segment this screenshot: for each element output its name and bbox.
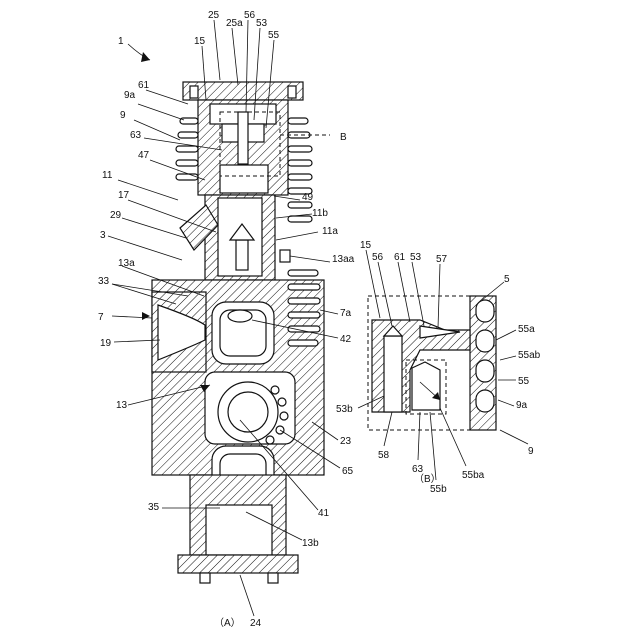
label-b-53b: 53b	[336, 404, 353, 415]
label-b-53: 53	[410, 252, 422, 263]
label-56: 56	[244, 10, 256, 21]
label-b-55ab: 55ab	[518, 350, 541, 361]
label-11a: 11a	[322, 226, 338, 237]
view-b-detail	[368, 296, 496, 430]
label-53: 53	[256, 18, 268, 29]
label-9: 9	[120, 110, 126, 121]
view-label-a: （A）	[214, 617, 241, 629]
label-b-9a: 9a	[516, 400, 528, 411]
label-13aa: 13aa	[332, 254, 355, 265]
label-17: 17	[118, 190, 130, 201]
label-24: 24	[250, 618, 262, 629]
label-42: 42	[340, 334, 352, 345]
lower-bore	[206, 505, 272, 555]
view-b-labels: 15 56 61 53 57 5 55a 55ab 55 53b 9a 9 58…	[336, 240, 541, 495]
label-7: 7	[98, 312, 104, 323]
right-fins-upper	[288, 118, 312, 222]
label-19: 19	[100, 338, 112, 349]
label-b-56: 56	[372, 252, 384, 263]
label-b-5: 5	[504, 274, 510, 285]
valve-stem	[238, 112, 248, 164]
label-65: 65	[342, 466, 354, 477]
base-flange	[178, 555, 298, 573]
label-b-57: 57	[436, 254, 448, 265]
label-33: 33	[98, 276, 110, 287]
label-b-55: 55	[518, 376, 530, 387]
label-13b: 13b	[302, 538, 319, 549]
label-3: 3	[100, 230, 106, 241]
base-bolt-right	[268, 573, 278, 583]
detail-stem	[384, 336, 402, 412]
label-7a: 7a	[340, 308, 352, 319]
rotor-inner	[228, 392, 268, 432]
label-b-58: 58	[378, 450, 390, 461]
label-35: 35	[148, 502, 160, 513]
label-29: 29	[110, 210, 122, 221]
label-55: 55	[268, 30, 280, 41]
inner-bore-upper	[220, 165, 268, 193]
label-25a: 25a	[226, 18, 243, 29]
label-15: 15	[194, 36, 206, 47]
label-11: 11	[102, 170, 113, 181]
sensor-tube	[280, 250, 290, 262]
base-bolt-left	[200, 573, 210, 583]
label-47: 47	[138, 150, 150, 161]
label-63: 63	[130, 130, 142, 141]
label-1: 1	[118, 36, 124, 47]
label-b-55b: 55b	[430, 484, 447, 495]
label-23: 23	[340, 436, 352, 447]
upper-chamber-plug	[228, 310, 252, 322]
label-b-55a: 55a	[518, 324, 535, 335]
label-B-marker: B	[340, 132, 347, 143]
label-9a: 9a	[124, 90, 136, 101]
cap-bolt-left	[190, 86, 198, 98]
label-b-9: 9	[528, 446, 534, 457]
label-13: 13	[116, 400, 128, 411]
label-b-61: 61	[394, 252, 406, 263]
label-25: 25	[208, 10, 220, 21]
ref-arrow-7	[142, 312, 150, 320]
view-label-b: （B）	[414, 473, 441, 485]
top-cap	[183, 82, 303, 100]
label-49: 49	[302, 192, 314, 203]
label-61: 61	[138, 80, 150, 91]
valve-member	[412, 362, 440, 410]
label-41: 41	[318, 508, 330, 519]
label-b-55ba: 55ba	[462, 470, 485, 481]
label-11b: 11b	[312, 208, 328, 219]
cap-bolt-right	[288, 86, 296, 98]
ref-arrow-1	[141, 52, 150, 62]
label-b-15: 15	[360, 240, 372, 251]
label-13a: 13a	[118, 258, 135, 269]
